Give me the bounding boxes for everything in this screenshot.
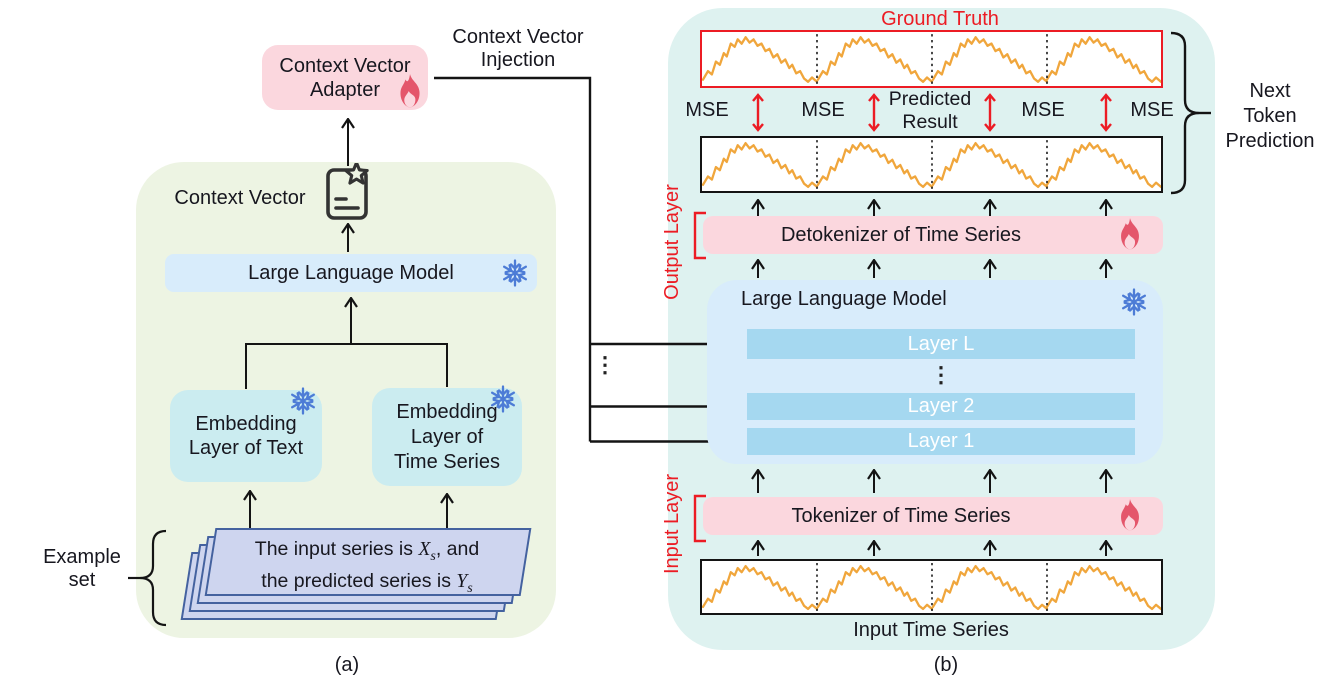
example-line2: set [68,569,96,591]
example-set-label: Example set [38,546,126,592]
ground-truth-label: Ground Truth [881,8,999,30]
context-vector-adapter-box: Context Vector Adapter [262,45,428,110]
adapter-label-line2: Adapter [309,78,381,101]
predicted-line2: Result [902,111,958,133]
snowflake-icon [288,386,318,416]
detokenizer-box: Detokenizer of Time Series [703,216,1163,254]
star-icon [344,163,369,185]
injection-ellipsis: ⋮ [594,352,616,377]
llm-layer-1: Layer 1 [747,428,1135,455]
mse-label: MSE [685,99,729,121]
input-waveform [702,563,1161,611]
injection-label-line2: Injection [480,49,556,71]
detokenizer-label: Detokenizer of Time Series [780,224,1022,246]
input-time-series-label: Input Time Series [853,619,1009,641]
next-line2: Token [1243,105,1297,127]
ground-truth-waveform [702,34,1161,84]
context-vector-injection-label: Context Vector Injection [438,26,598,72]
embed-ts-line2: Layer of [410,425,484,448]
llm-label-b: Large Language Model [741,288,947,310]
llm-layer-ellipsis: ⋮ [930,362,952,387]
mse-label: MSE [801,99,845,121]
llm-box-panel-b: Large Language Model Layer L ⋮ Layer 2 L… [707,280,1163,464]
predicted-waveform [702,140,1161,189]
prompt-line1: The input series is Xs, and [254,538,480,564]
next-line1: Next [1249,80,1291,102]
output-layer-label: Output Layer [660,184,683,300]
fire-icon [1115,216,1145,252]
caption-b: (b) [933,654,959,676]
embedding-layer-timeseries-box: Embedding Layer of Time Series [372,388,522,486]
predicted-result-label: Predicted Result [878,88,982,134]
injection-label-line1: Context Vector [452,26,584,48]
example-line1: Example [43,546,121,568]
next-token-prediction-label: Next Token Prediction [1224,79,1316,154]
ground-truth-series-box [700,30,1163,88]
llm-layer-2: Layer 2 [747,393,1135,420]
snowflake-icon [1119,287,1149,317]
llm-layer-L: Layer L [747,329,1135,359]
mse-label: MSE [1130,99,1174,121]
tokenizer-box: Tokenizer of Time Series [703,497,1163,535]
mse-label: MSE [1021,99,1065,121]
next-line3: Prediction [1225,130,1315,152]
input-layer-label: Input Layer [660,473,683,575]
tokenizer-label: Tokenizer of Time Series [791,505,1011,527]
input-series-box [700,559,1163,615]
predicted-series-box [700,136,1163,193]
predicted-line1: Predicted [888,88,972,110]
caption-a: (a) [334,654,360,676]
prompt-card-text: The input series is Xs, and the predicte… [222,537,512,601]
snowflake-icon [488,384,518,414]
embed-text-line2: Layer of Text [188,437,304,459]
context-vector-label: Context Vector [174,187,306,209]
snowflake-icon [500,258,530,288]
fire-icon [1115,497,1145,533]
adapter-label-line1: Context Vector [279,54,411,77]
embed-ts-line1: Embedding [396,400,498,423]
llm-label-a: Large Language Model [248,262,454,284]
embed-text-line1: Embedding [195,413,297,435]
embed-ts-line3: Time Series [394,450,500,473]
context-vector-document-icon [326,163,369,220]
fire-icon [394,72,426,110]
llm-box-panel-a: Large Language Model [165,254,537,292]
prompt-line2: the predicted series is Ys [261,569,473,596]
